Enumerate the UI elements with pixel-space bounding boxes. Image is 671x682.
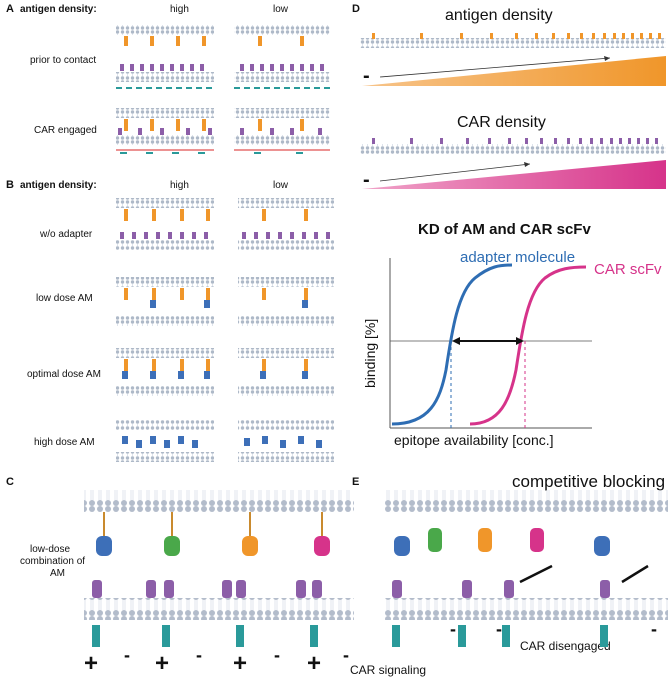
panel-a-col-low: low [273,4,289,15]
panel-c-minus-3: - [274,645,280,665]
antigen-markers-a-high [124,36,206,46]
series-label-adapter: adapter molecule [460,249,576,266]
panel-c-side-label-1: low-dose [30,544,71,555]
panel-a-header: antigen density: [20,4,97,15]
antigen-gradient-minus: - [363,65,370,87]
antigen-density-title: antigen density [445,7,553,24]
panel-c-plus-1: + [84,650,99,677]
panel-c-minus-2: - [196,645,202,665]
car-row-a-prior [116,64,330,89]
panel-e-minus-1: - [450,619,456,639]
panel-c-illustration [84,490,354,647]
adapter-blue-c [96,512,112,556]
block-bar-1 [519,564,553,584]
panel-b-row-optimal-dose: optimal dose AM [27,369,101,380]
panel-e-illustration [384,490,668,647]
panel-c-plus-3: + [233,650,248,677]
panel-c-letter: C [6,476,14,488]
kd-x-axis-label: epitope availability [conc.] [394,432,554,448]
block-bar-2 [621,564,649,584]
kd-chart [389,258,592,429]
car-density-bar [360,138,666,189]
panel-c-minus-4: - [343,645,349,665]
panel-b-row-low-dose: low dose AM [36,293,93,304]
panel-e-letter: E [352,476,360,488]
panel-c-side-label-3: AM [50,568,65,579]
panel-b-letter: B [6,179,14,191]
panel-e-minus-3: - [651,619,657,639]
kd-curve-adapter [391,263,513,426]
antigen-gradient-wedge [362,56,666,86]
panel-a-row-engaged: CAR engaged [34,125,97,136]
car-gradient-wedge [362,160,666,189]
panel-b-col-high: high [170,180,189,191]
series-label-car: CAR scFv [594,261,662,278]
panel-b-col-low: low [273,180,289,191]
panel-b-row-high-dose: high dose AM [34,437,95,448]
kd-chart-title: KD of AM and CAR scFv [418,221,591,238]
panel-c-minus-1: - [124,645,130,665]
panel-c-signal-label: CAR signaling [350,663,427,677]
adapter-green-c [164,512,180,556]
panel-e-minus-2: - [496,619,502,639]
adapter-orange-c [242,512,258,556]
panel-b-header: antigen density: [20,180,97,191]
panel-a-illustration [116,25,330,154]
panel-b-illustration [116,198,334,462]
car-gradient-minus: - [363,169,370,191]
car-disengaged-label: CAR disengaged [520,639,611,653]
competitive-blocking-title: competitive blocking [512,472,666,491]
panel-c-plus-2: + [155,650,170,677]
panel-c-side-label-2: combination of [20,556,86,567]
panel-d-letter: D [352,3,360,15]
panel-a-row-prior: prior to contact [30,55,97,66]
car-density-title: CAR density [457,114,546,131]
antigen-markers-a-low [258,36,304,46]
panel-b-row-wo-adapter: w/o adapter [40,229,93,240]
antigen-density-bar [360,33,666,86]
adapter-magenta-c [314,512,330,556]
kd-curve-car [469,265,587,426]
panel-c-plus-4: + [307,650,322,677]
panel-a-col-high: high [170,4,189,15]
panel-a-letter: A [6,3,14,15]
